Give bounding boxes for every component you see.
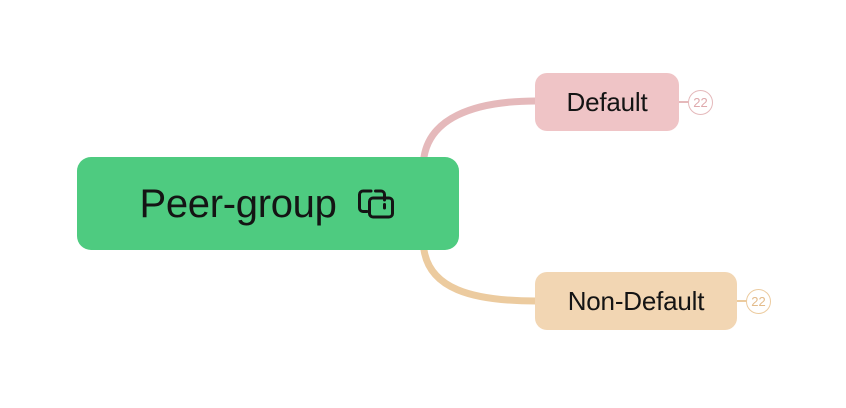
root-node-label: Peer-group — [139, 181, 337, 226]
default-badge-connector — [679, 101, 690, 104]
copy-icon[interactable] — [355, 186, 397, 222]
nondefault-count-badge[interactable]: 22 — [746, 289, 771, 314]
connector-root-to-default — [420, 97, 540, 161]
branch-node-non-default[interactable]: Non-Default — [535, 272, 737, 330]
branch-node-default[interactable]: Default — [535, 73, 679, 131]
default-count-badge[interactable]: 22 — [688, 90, 713, 115]
root-node-peer-group[interactable]: Peer-group — [77, 157, 459, 250]
default-node-label: Default — [566, 86, 648, 117]
nondefault-badge-connector — [737, 300, 748, 303]
connector-root-to-nondefault — [420, 246, 540, 305]
nondefault-node-label: Non-Default — [567, 285, 705, 316]
